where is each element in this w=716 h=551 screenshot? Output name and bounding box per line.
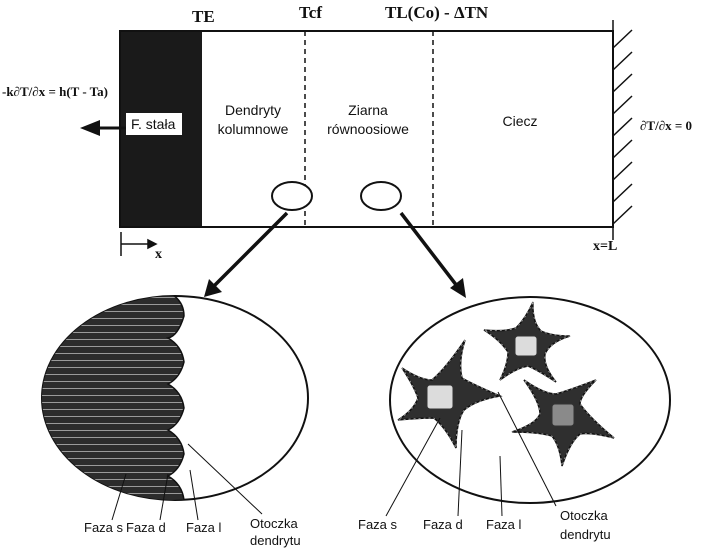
- left-envelope-label-line2: dendrytu: [250, 533, 301, 548]
- columnar-sample-circle: [271, 181, 313, 211]
- x-end-label: x=L: [593, 239, 617, 254]
- solid-label-box: [126, 113, 182, 135]
- columnar-dendrite-array: [42, 296, 185, 500]
- equiaxed-grain: [511, 379, 615, 467]
- right-envelope-label-line2: dendrytu: [560, 527, 611, 542]
- equiaxed-grain: [397, 339, 503, 449]
- right-phase-d-label: Faza d: [423, 517, 463, 532]
- equiaxed-detail: [389, 296, 671, 504]
- left-phase-s-label: Faza s: [84, 520, 124, 535]
- liquid-label: Ciecz: [502, 113, 537, 129]
- solid-phase-label: F. stała: [131, 116, 176, 132]
- equiaxed-label-line2: równoosiowe: [327, 121, 409, 137]
- x-axis-marker: [120, 232, 158, 256]
- heat-flux-arrow: [80, 120, 128, 136]
- tl-label: TL(Co) - ΔTN: [385, 3, 489, 22]
- columnar-detail: [41, 295, 309, 501]
- left-envelope-label-line1: Otoczka: [250, 516, 298, 531]
- right-leader-lines: [385, 391, 557, 517]
- zoom-arrow-right: [399, 211, 466, 298]
- right-phase-l-label: Faza l: [486, 517, 522, 532]
- left-phase-l-label: Faza l: [186, 520, 222, 535]
- left-leader-lines: [111, 443, 263, 521]
- x-axis-label: x: [155, 247, 162, 262]
- left-phase-d-label: Faza d: [126, 520, 166, 535]
- zoom-arrow-left: [204, 211, 289, 297]
- insulated-wall-hatch: [612, 20, 633, 240]
- columnar-label-line2: kolumnowe: [218, 121, 289, 137]
- columnar-label-line1: Dendryty: [225, 102, 281, 118]
- tcf-label: Tcf: [299, 3, 322, 22]
- left-boundary-condition: -k∂T/∂x = h(T - Ta): [2, 84, 108, 99]
- equiaxed-label-line1: Ziarna: [348, 102, 388, 118]
- equiaxed-sample-circle: [360, 181, 402, 211]
- right-envelope-label-line1: Otoczka: [560, 508, 608, 523]
- te-label: TE: [192, 7, 215, 26]
- right-phase-s-label: Faza s: [358, 517, 398, 532]
- right-boundary-condition: ∂T/∂x = 0: [640, 118, 692, 133]
- equiaxed-grain: [483, 301, 571, 383]
